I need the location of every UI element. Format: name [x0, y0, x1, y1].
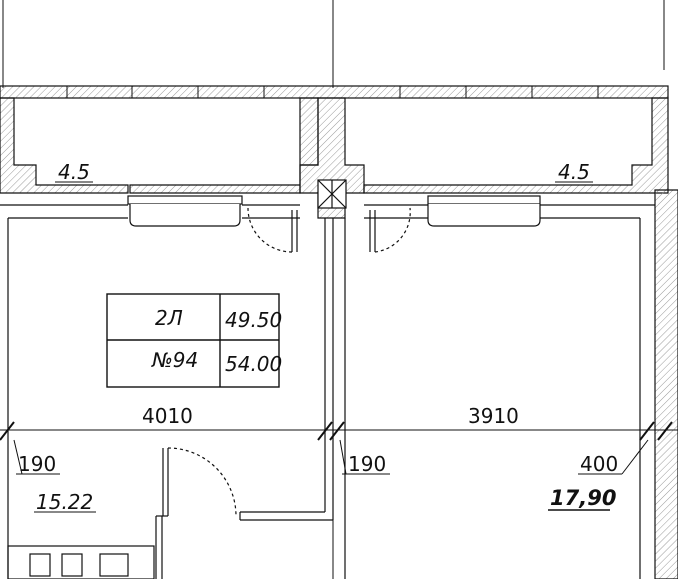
- wall-dim-left-label: 190: [18, 452, 56, 476]
- wall-dim-mid-label: 190: [348, 452, 386, 476]
- grid-axes: [2, 0, 665, 579]
- room-area-right-label: 17,90: [550, 486, 616, 510]
- balcony-area-left-label: 4.5: [58, 160, 90, 184]
- apartment-number-label: №94: [151, 348, 198, 372]
- total-area-label: 54.00: [225, 352, 282, 376]
- left-balcony-walls: [0, 97, 319, 194]
- room-walls: [0, 189, 678, 579]
- window-right: [427, 195, 541, 227]
- room-width-right-label: 3910: [468, 404, 519, 428]
- room-area-left-label: 15.22: [36, 490, 93, 514]
- balcony-area-right-label: 4.5: [558, 160, 590, 184]
- apartment-type-label: 2Л: [155, 306, 183, 330]
- wall-dim-right-label: 400: [580, 452, 618, 476]
- window-left: [127, 195, 243, 227]
- living-area-label: 49.50: [225, 308, 282, 332]
- kitchen-counter: [7, 545, 155, 579]
- entrance-door: [155, 447, 237, 579]
- room-width-left-label: 4010: [142, 404, 193, 428]
- door-right-balcony: [369, 207, 411, 253]
- balcony-band: [0, 85, 669, 99]
- dimension-line: [0, 421, 678, 475]
- apartment-info-box: [106, 293, 280, 388]
- door-left-balcony: [247, 207, 298, 253]
- right-balcony-walls: [363, 97, 669, 194]
